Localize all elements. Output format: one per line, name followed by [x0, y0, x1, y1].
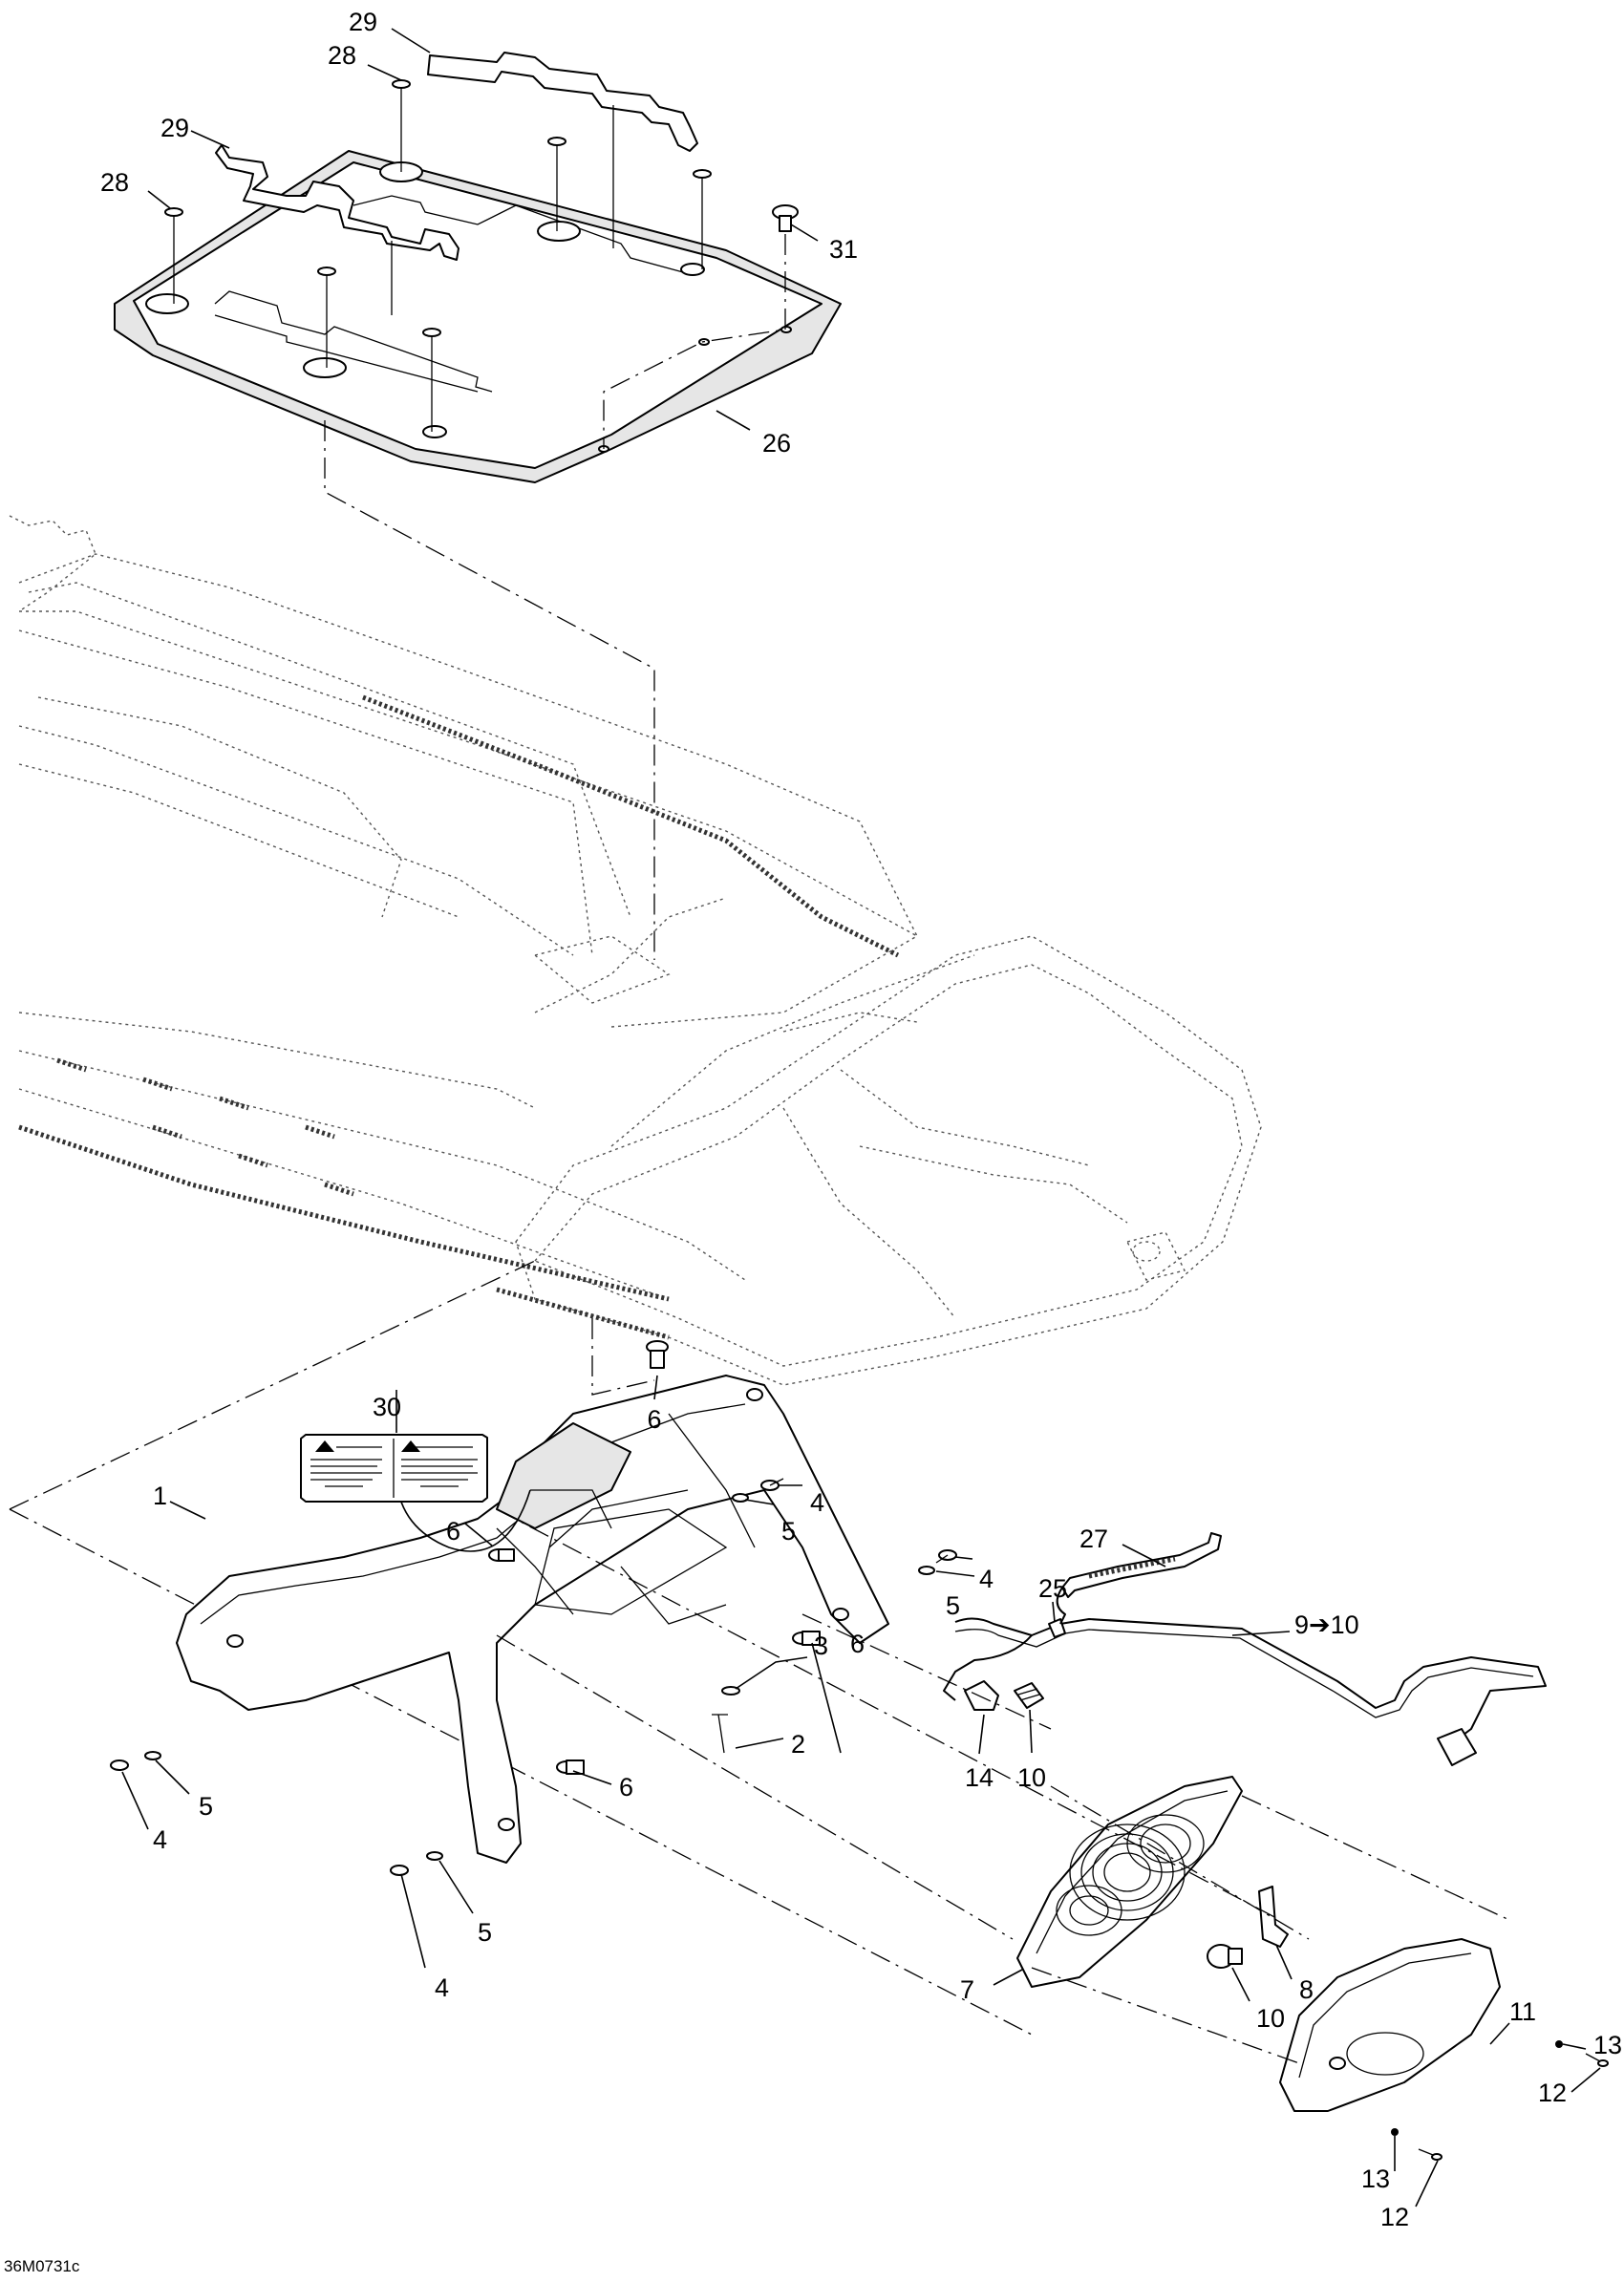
fastener-group — [110, 1478, 957, 1876]
screw-part-6-upper — [646, 1340, 669, 1369]
callout-labels: 29 28 29 28 31 26 6 30 4 5 6 27 4 5 3 6 … — [4, 8, 1622, 2275]
callout-6-lower: 6 — [619, 1773, 633, 1802]
clip-part-25 — [1048, 1618, 1066, 1638]
warning-decal-part-30 — [300, 1434, 488, 1503]
callout-28-lower: 28 — [100, 168, 129, 197]
diagram-reference-code: 36M0731c — [4, 2257, 80, 2275]
callout-5-lower: 5 — [478, 1918, 492, 1947]
callout-25: 25 — [1038, 1574, 1067, 1603]
callout-8: 8 — [1299, 1975, 1314, 2004]
callout-12-right: 12 — [1538, 2079, 1567, 2107]
cover-plate-assembly — [114, 52, 842, 960]
chassis-tunnel-phantom — [9, 515, 1262, 1386]
screw-part-28 — [164, 79, 712, 350]
callout-10-socket: 10 — [1017, 1763, 1046, 1792]
callout-5-middle: 5 — [946, 1591, 960, 1620]
callout-4-middle: 4 — [979, 1565, 994, 1593]
callout-1: 1 — [153, 1482, 167, 1510]
callout-27: 27 — [1079, 1525, 1108, 1553]
wiring-harness-part-9 — [943, 1617, 1547, 1766]
callout-12-bottom: 12 — [1380, 2203, 1409, 2231]
strip-part-29-upper — [427, 52, 698, 152]
bulb-part-10-small — [1014, 1682, 1044, 1709]
callout-26: 26 — [762, 429, 791, 458]
callout-6-chassis: 6 — [647, 1405, 661, 1434]
callout-14: 14 — [965, 1763, 994, 1792]
rear-grab-handle-part-1 — [176, 1375, 889, 1864]
callout-4-lower: 4 — [435, 1973, 449, 2002]
callout-13-right: 13 — [1593, 2031, 1622, 2059]
callout-6-middle: 6 — [850, 1630, 865, 1658]
callout-2: 2 — [791, 1730, 805, 1759]
callout-28-upper: 28 — [328, 41, 356, 70]
callout-7: 7 — [960, 1975, 974, 2004]
callout-13-bottom: 13 — [1361, 2165, 1390, 2193]
callout-31: 31 — [829, 235, 858, 264]
screw-and-washer-parts-12-13 — [1391, 2040, 1609, 2161]
callout-4-top: 4 — [810, 1488, 824, 1517]
taillight-housing-part-7 — [1016, 1776, 1243, 1988]
screw-part-31 — [772, 204, 799, 232]
socket-part-14 — [964, 1680, 999, 1711]
callout-5-left: 5 — [199, 1792, 213, 1821]
plate-hole — [145, 293, 189, 314]
plate-hole — [303, 357, 347, 378]
callout-30: 30 — [373, 1393, 401, 1421]
callout-11: 11 — [1509, 1997, 1536, 2026]
callout-3: 3 — [814, 1632, 828, 1660]
callout-5-top: 5 — [781, 1517, 796, 1546]
callout-29-upper: 29 — [349, 8, 377, 36]
callout-9-to-10: 9➔10 — [1294, 1610, 1359, 1639]
callout-leaders — [121, 28, 1601, 2207]
callout-4-left: 4 — [153, 1825, 167, 1854]
plate-hole — [537, 221, 581, 242]
callout-6-left: 6 — [446, 1517, 460, 1546]
cover-plate-top-face — [133, 161, 823, 469]
strip-part-29-lower — [215, 144, 459, 261]
callout-10-bulb: 10 — [1256, 2004, 1285, 2033]
callout-29-lower: 29 — [160, 114, 189, 142]
cable-part-27 — [1056, 1532, 1222, 1625]
taillight-lens-part-11 — [1279, 1938, 1501, 2112]
bulb-part-10-large — [1207, 1944, 1243, 1969]
